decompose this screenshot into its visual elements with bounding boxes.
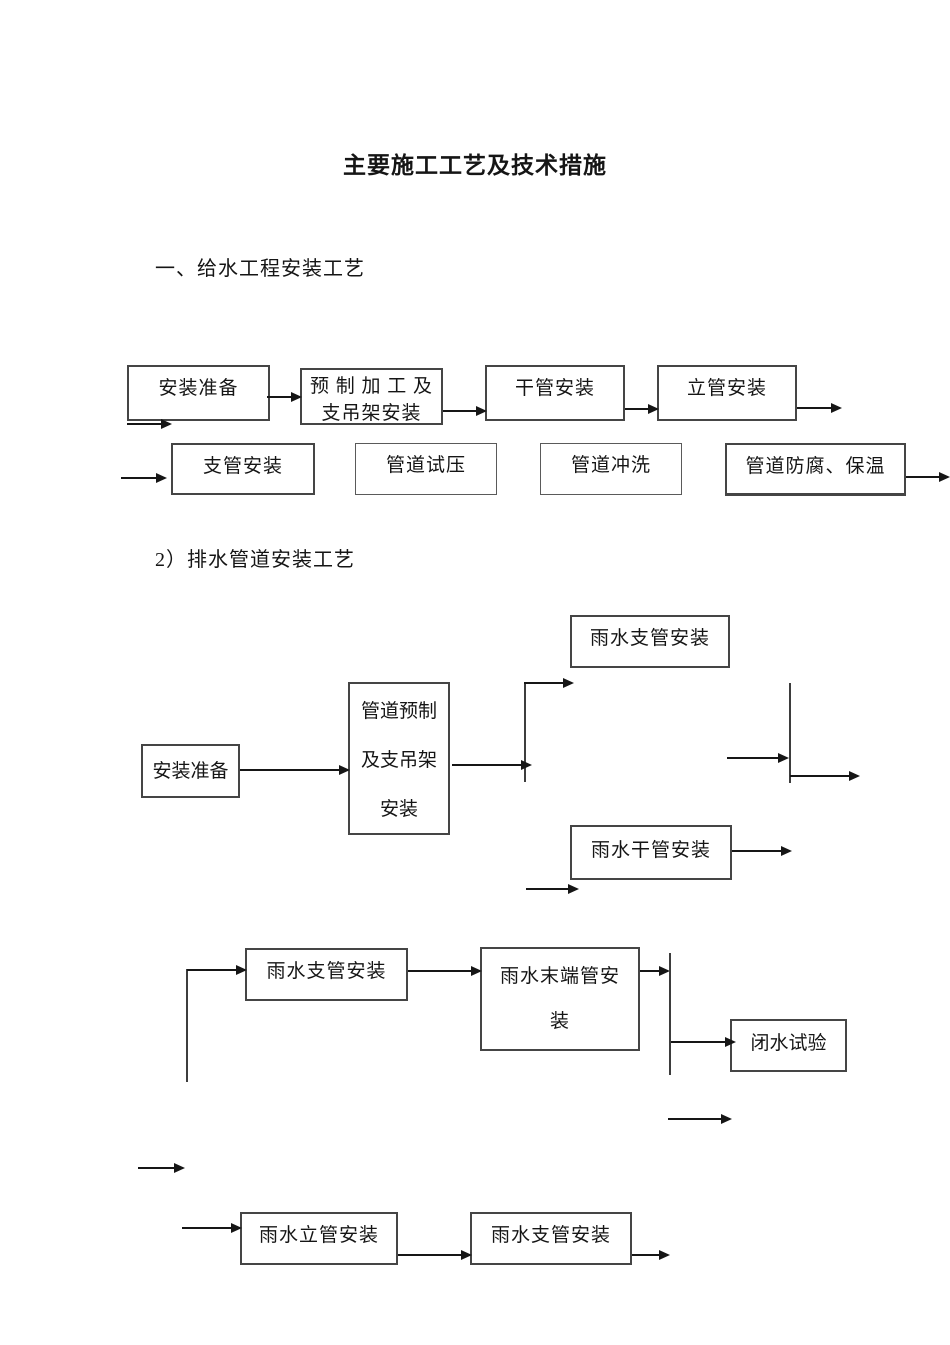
flow2-box-rain-end-pipe: 雨水末端管安 装: [480, 947, 640, 1051]
section-1-heading: 一、给水工程安装工艺: [155, 258, 365, 280]
arrow-main-to-riser: [625, 404, 659, 414]
flow2-box-rain-branch-bottom: 雨水支管安装: [470, 1212, 632, 1265]
arrow-to-seal-test: [671, 1037, 736, 1047]
arrow-branch-bottom-exit: [632, 1250, 670, 1260]
flow1-box-branch-pipe: 支管安装: [171, 443, 315, 495]
arrow-prefab-to-main: [443, 406, 487, 416]
arrow-below-seal-test: [668, 1114, 732, 1124]
arrow-out-right-line: [790, 771, 860, 781]
flow2-box-rain-branch-top: 雨水支管安装: [570, 615, 730, 668]
flow1-box-pressure-test: 管道试压: [355, 443, 497, 495]
arrow-bottom-left: [138, 1163, 185, 1173]
arrow-prep-to-prefab: [267, 392, 302, 402]
arrow-rain-main-exit: [732, 846, 792, 856]
arrow-row2-exit: [906, 472, 950, 482]
flow2-box-water-seal-test: 闭水试验: [730, 1019, 847, 1072]
arrow-riser-to-branch: [398, 1250, 472, 1260]
flow2-box-rain-branch-mid: 雨水支管安装: [245, 948, 408, 1001]
arrow-below-rain-main: [526, 884, 579, 894]
flow1-box-main-pipe: 干管安装: [485, 365, 625, 421]
arrow-under-prep: [127, 419, 172, 429]
flow2-box-rain-riser: 雨水立管安装: [240, 1212, 398, 1265]
flow2-box-pipe-prefab-support: 管道预制 及支吊架 安装: [348, 682, 450, 835]
arrow-row2-entry: [121, 473, 167, 483]
connector-line-left: [524, 682, 526, 782]
arrow-into-right-line: [727, 753, 789, 763]
arrow-riser-entry: [182, 1223, 242, 1233]
flow2-box-install-prep: 安装准备: [141, 744, 240, 798]
arrow-row3-entry: [187, 965, 247, 975]
arrow-riser-exit: [797, 403, 842, 413]
arrow-up-branch: [524, 678, 574, 688]
page-title: 主要施工工艺及技术措施: [343, 153, 607, 178]
connector-line-row3: [186, 969, 188, 1082]
arrow-end-out: [640, 966, 670, 976]
flow1-box-pipe-flush: 管道冲洗: [540, 443, 682, 495]
connector-line-mid: [669, 953, 671, 1075]
arrow-branch-to-end: [408, 966, 482, 976]
flow1-box-riser-pipe: 立管安装: [657, 365, 797, 421]
flow2-box-rain-main-pipe: 雨水干管安装: [570, 825, 732, 880]
flow1-box-anticorrosion-insulation: 管道防腐、保温: [725, 443, 906, 496]
flow1-box-prefab-support: 预 制 加 工 及 支吊架安装: [300, 368, 443, 425]
arrow-prefab-out: [452, 760, 532, 770]
section-2-heading: 2）排水管道安装工艺: [155, 549, 355, 571]
connector-line-right: [789, 683, 791, 783]
flow1-box-install-prep: 安装准备: [127, 365, 270, 421]
arrow-prep2-to-prefab: [240, 765, 350, 775]
